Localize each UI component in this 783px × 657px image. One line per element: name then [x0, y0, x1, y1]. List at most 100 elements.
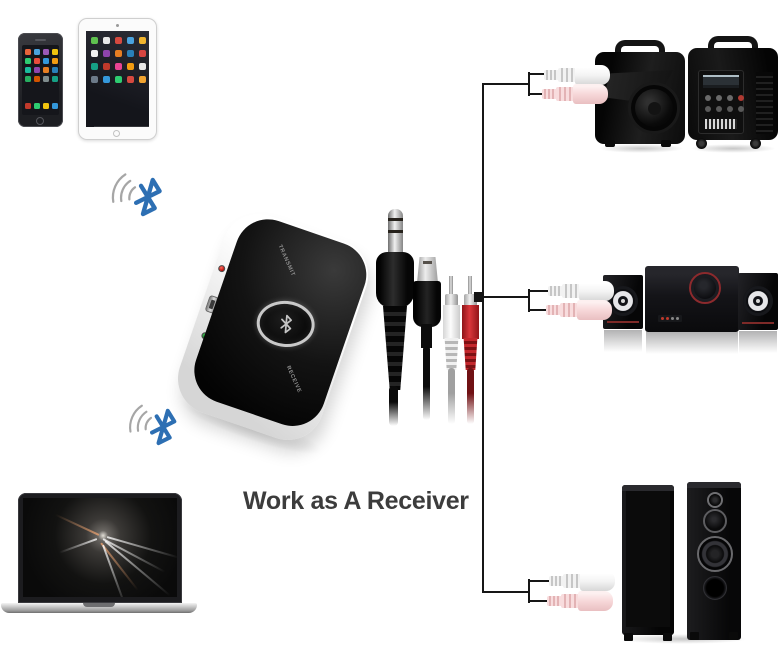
rca-white-plug	[443, 305, 460, 339]
subwoofer	[645, 266, 739, 332]
tower-top	[687, 482, 741, 488]
tweeter	[707, 492, 723, 508]
rca-white-ridges	[444, 338, 459, 370]
tablet-dock	[94, 126, 149, 127]
mid-branch-line	[483, 296, 530, 298]
rca-out-white	[549, 571, 615, 591]
pa-vents	[756, 72, 773, 134]
phone-screen	[22, 45, 59, 115]
bottom-stub-white	[528, 580, 551, 582]
bottom-bracket-line	[528, 579, 530, 603]
bluetooth-pairing-button	[254, 298, 317, 350]
rca-white-cable	[448, 368, 455, 424]
pa-speaker-back	[688, 36, 778, 149]
floor-reflection	[739, 331, 777, 357]
satellite-driver	[743, 286, 773, 316]
tablet-app-grid	[91, 37, 98, 44]
rca-red-pin	[468, 276, 472, 296]
bluetooth-icon	[111, 173, 172, 231]
micro-usb-tip	[417, 257, 438, 283]
pa-display	[703, 75, 739, 88]
subwoofer-indicator	[658, 315, 682, 322]
phone-app-grid	[25, 49, 31, 55]
bluetooth-wave-icon	[111, 173, 127, 203]
rca-red-cable	[467, 368, 474, 424]
laptop-screen	[18, 493, 182, 603]
speaker-wheel	[696, 138, 707, 149]
junction-connector	[474, 292, 483, 302]
rca-out-white	[548, 281, 614, 301]
mid-stub-pink	[528, 309, 548, 311]
transmit-label: TRANSMIT	[276, 243, 296, 278]
pa-speaker-handle	[615, 40, 665, 56]
rca-out-pink	[542, 84, 608, 104]
speaker-foot	[690, 632, 699, 640]
top-bracket-line	[528, 72, 530, 96]
speaker-shadow	[598, 144, 684, 153]
mid-bracket-line	[528, 289, 530, 312]
bluetooth-icon	[129, 404, 186, 460]
bass-port	[703, 576, 727, 600]
subwoofer-port	[689, 272, 721, 304]
tower-speaker-grille	[622, 485, 674, 641]
usb-cable	[423, 346, 430, 420]
aux-jack-strain-relief	[383, 306, 407, 390]
rca-out-pink	[547, 591, 613, 611]
pa-control-panel	[698, 70, 744, 134]
woofer	[697, 536, 733, 572]
floor-reflection	[646, 332, 738, 358]
trunk-connection-line	[482, 83, 484, 593]
laptop-notch	[83, 603, 115, 607]
pa-speaker-front	[595, 40, 685, 148]
speaker-shadow	[690, 144, 776, 153]
receive-label: RECEIVE	[284, 365, 303, 395]
rca-red-collar	[464, 294, 477, 306]
rca-out-pink	[546, 300, 612, 320]
rca-white-pin	[449, 276, 453, 296]
satellite-speaker-right	[738, 273, 778, 330]
smartphone	[18, 33, 63, 127]
aux-jack-body	[376, 252, 414, 308]
red-aux-indicator	[217, 264, 227, 274]
midrange-driver	[703, 509, 727, 533]
micro-usb-neck	[421, 324, 432, 348]
aux-cable	[389, 386, 398, 426]
bottom-stub-pink	[528, 600, 549, 602]
micro-usb-body	[413, 281, 441, 327]
pa-speaker-handle	[708, 36, 758, 52]
speaker-foot	[624, 633, 633, 641]
tower-top	[622, 485, 674, 491]
bluetooth-glyph-icon	[279, 314, 292, 334]
phone-earpiece	[35, 39, 46, 41]
speaker-foot	[605, 140, 615, 147]
laptop-wallpaper	[23, 498, 177, 597]
speaker-wheel	[750, 138, 761, 149]
pa-speaker-cabinet	[688, 48, 778, 140]
bottom-branch-line	[482, 591, 530, 593]
speaker-foot	[663, 633, 672, 641]
aux-jack-tip	[388, 209, 403, 254]
pa-knobs	[705, 95, 711, 101]
phone-home-button	[36, 117, 44, 125]
mid-stub-white	[528, 290, 550, 292]
tablet	[78, 18, 157, 140]
top-stub-pink	[528, 93, 545, 95]
caption-text: Work as A Receiver	[243, 487, 469, 515]
speaker-foot	[661, 140, 671, 147]
speaker-shadow	[618, 634, 748, 644]
satellite-accent	[607, 321, 639, 323]
rca-out-white	[544, 65, 610, 85]
tablet-screen	[86, 31, 149, 127]
rca-white-collar	[445, 294, 458, 306]
pa-speaker-woofer	[628, 82, 680, 134]
pa-label	[705, 119, 737, 129]
floor-reflection	[604, 330, 642, 356]
tablet-home-button	[113, 130, 120, 137]
tablet-camera	[116, 24, 119, 27]
top-branch-line	[482, 83, 530, 85]
speaker-foot	[729, 632, 738, 640]
rca-red-plug	[462, 305, 479, 339]
rca-red-ridges	[463, 338, 478, 370]
satellite-accent	[742, 322, 774, 324]
